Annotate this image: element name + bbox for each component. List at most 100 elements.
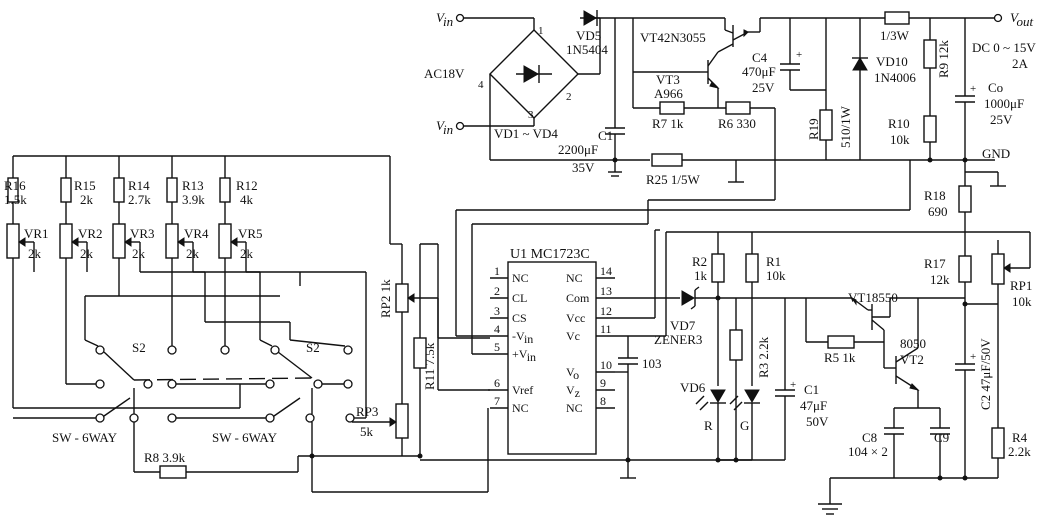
r2-value: 1k bbox=[694, 268, 708, 283]
r5-label: R5 1k bbox=[824, 350, 856, 365]
r25-label: R25 1/5W bbox=[646, 172, 701, 187]
vr4-name: VR4 bbox=[184, 226, 209, 241]
s2-right-label: S2 bbox=[306, 340, 320, 355]
bridge-name-label: VD1 ~ VD4 bbox=[494, 126, 558, 141]
vd7-value: ZENER3 bbox=[654, 332, 702, 347]
vt3-name: VT3 bbox=[656, 72, 680, 87]
r12-value: 4k bbox=[240, 192, 254, 207]
c4-volt: 25V bbox=[752, 80, 775, 95]
c1-volt: 35V bbox=[572, 160, 595, 175]
vt4-label: VT42N3055 bbox=[640, 30, 706, 45]
ic-pin-label: Vcc bbox=[566, 311, 585, 325]
r18-value: 690 bbox=[928, 204, 948, 219]
ic-pin-number: 11 bbox=[600, 322, 612, 336]
vd10-value: 1N4006 bbox=[874, 70, 916, 85]
vr1-value: 2k bbox=[28, 246, 42, 261]
c4-plus: + bbox=[796, 49, 802, 61]
vd5-name: VD5 bbox=[576, 28, 601, 43]
vin-bottom-label: Vin bbox=[436, 118, 453, 137]
gnd-label: GND bbox=[982, 146, 1010, 161]
r2-name: R2 bbox=[692, 254, 707, 269]
s2-left-label: S2 bbox=[132, 340, 146, 355]
r4-name: R4 bbox=[1012, 430, 1028, 445]
r7-label: R7 1k bbox=[652, 116, 684, 131]
bridge-pin-3: 3 bbox=[528, 109, 534, 121]
c8-name: C8 bbox=[862, 430, 877, 445]
ic-pin-number: 7 bbox=[494, 394, 500, 408]
c1-47-value: 47μF bbox=[800, 398, 827, 413]
vr5-value: 2k bbox=[240, 246, 254, 261]
r17-name: R17 bbox=[924, 256, 946, 271]
co-volt: 25V bbox=[990, 112, 1013, 127]
r15-name: R15 bbox=[74, 178, 96, 193]
c9-label: C9 bbox=[934, 430, 949, 445]
indicator-section bbox=[420, 232, 852, 463]
vt3-value: A966 bbox=[654, 86, 683, 101]
ic-pin-number: 14 bbox=[600, 264, 612, 278]
ic-pin-label: CS bbox=[512, 311, 527, 325]
ic-pin-label: Vo bbox=[566, 365, 579, 382]
r17-value: 12k bbox=[930, 272, 950, 287]
led-green-label: G bbox=[740, 418, 749, 433]
vin-top-label: Vin bbox=[436, 10, 453, 29]
c4-name: C4 bbox=[752, 50, 768, 65]
vr4-value: 2k bbox=[186, 246, 200, 261]
ic-pin-number: 2 bbox=[494, 284, 500, 298]
bridge-pin-2: 2 bbox=[566, 91, 572, 103]
ic-pin-label: NC bbox=[512, 401, 529, 415]
ic-pin-label: +Vin bbox=[512, 347, 536, 364]
r15-value: 2k bbox=[80, 192, 94, 207]
ic-pin-label: NC bbox=[566, 271, 583, 285]
range-selector-section bbox=[6, 155, 490, 493]
ic-pin-label: Vc bbox=[566, 329, 580, 343]
vr1-name: VR1 bbox=[24, 226, 49, 241]
r8-label: R8 3.9k bbox=[144, 450, 186, 465]
bridge-pin-4: 4 bbox=[478, 79, 484, 91]
c1-name: C1 bbox=[598, 128, 613, 143]
c8-value: 104 × 2 bbox=[848, 444, 888, 459]
co-value: 1000μF bbox=[984, 96, 1024, 111]
ic-pin-label: -Vin bbox=[512, 329, 533, 346]
vr2-name: VR2 bbox=[78, 226, 103, 241]
ic-pin-number: 4 bbox=[494, 322, 500, 336]
r12-name: R12 bbox=[236, 178, 258, 193]
r18-name: R18 bbox=[924, 188, 946, 203]
c103-label: 103 bbox=[642, 356, 662, 371]
ic-pin-number: 12 bbox=[600, 304, 612, 318]
driver-section bbox=[805, 296, 968, 515]
ic-pin-number: 13 bbox=[600, 284, 612, 298]
c2-label: C2 47μF/50V bbox=[978, 338, 993, 410]
c2-plus: + bbox=[970, 351, 976, 363]
vout-label: Vout bbox=[1010, 10, 1034, 29]
c1-47-name: C1 bbox=[804, 382, 819, 397]
c1-47-volt: 50V bbox=[806, 414, 829, 429]
vd10-name: VD10 bbox=[876, 54, 908, 69]
r4-value: 2.2k bbox=[1008, 444, 1031, 459]
current-label: 2A bbox=[1012, 56, 1029, 71]
co-name: Co bbox=[988, 80, 1003, 95]
ac-input-label: AC18V bbox=[424, 66, 465, 81]
ic-pin-number: 8 bbox=[600, 394, 606, 408]
r19-value: 510/1W bbox=[838, 105, 853, 148]
r14-value: 2.7k bbox=[128, 192, 151, 207]
r3-label: R3 2.2k bbox=[756, 336, 771, 378]
rp3-value: 5k bbox=[360, 424, 374, 439]
c1-47-plus: + bbox=[790, 379, 796, 391]
bridge-pin-1: 1 bbox=[538, 25, 544, 37]
r10-value: 10k bbox=[890, 132, 910, 147]
rp2-label: RP2 1k bbox=[378, 279, 393, 318]
resistor-1-3w-label: 1/3W bbox=[880, 28, 910, 43]
vt1-label: VT18550 bbox=[848, 290, 898, 305]
ic-name-label: U1 MC1723C bbox=[510, 247, 590, 262]
pass-transistor-section bbox=[490, 10, 1031, 479]
vr2-value: 2k bbox=[80, 246, 94, 261]
vr3-name: VR3 bbox=[130, 226, 155, 241]
rp1-value: 10k bbox=[1012, 294, 1032, 309]
vd7-name: VD7 bbox=[670, 318, 696, 333]
ac-input-section bbox=[455, 13, 601, 160]
vd5-value: 1N5404 bbox=[566, 42, 608, 57]
r16-name: R16 bbox=[4, 178, 26, 193]
ic-pin-number: 1 bbox=[494, 264, 500, 278]
dc-range-label: DC 0 ~ 15V bbox=[972, 40, 1036, 55]
r14-name: R14 bbox=[128, 178, 150, 193]
